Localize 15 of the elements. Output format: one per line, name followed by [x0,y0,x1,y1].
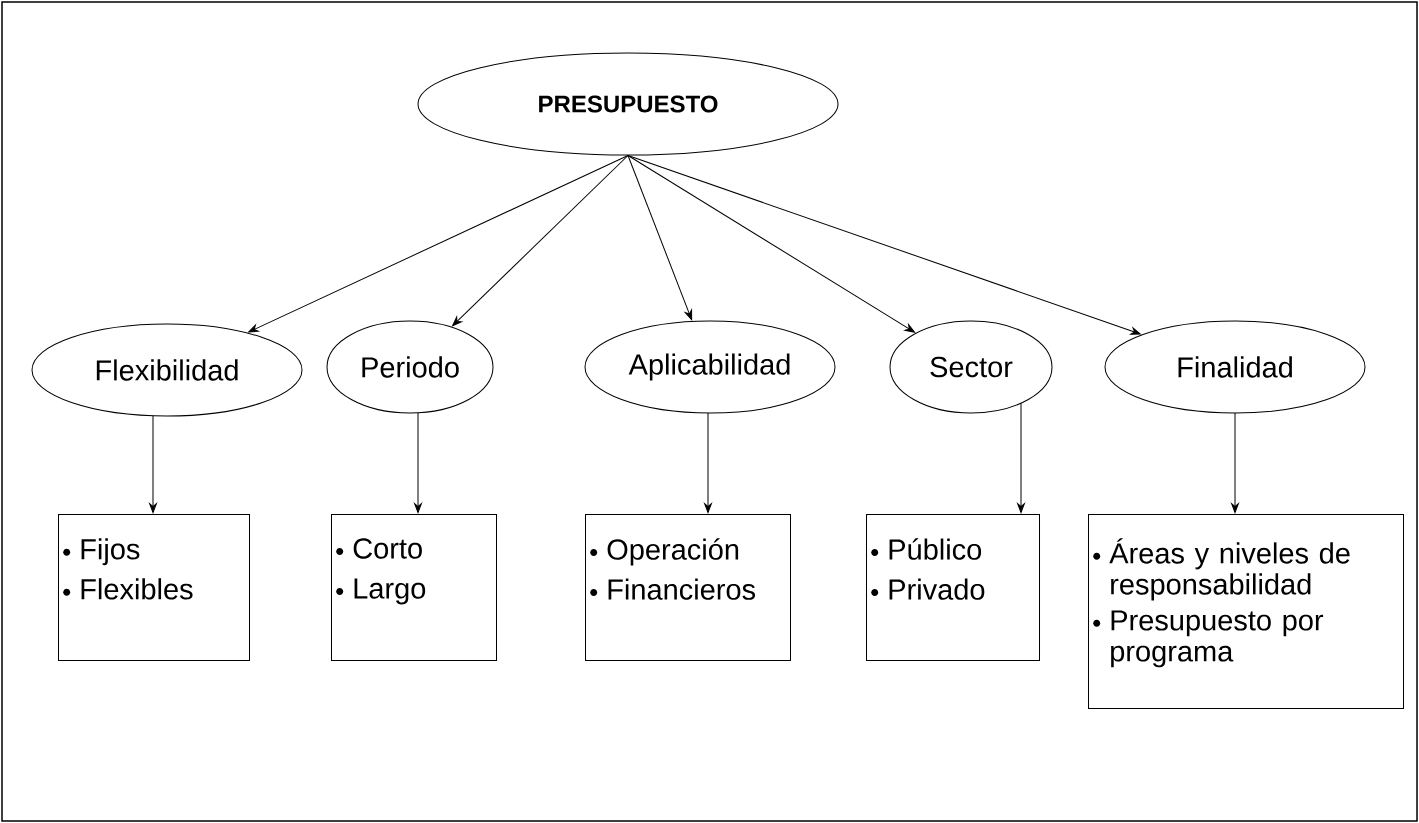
list-box: Áreas y niveles de responsabilidad Presupuesto por programa [1088,514,1404,709]
arrow [1017,402,1025,514]
arrow [627,155,915,333]
arrow [627,155,693,321]
arrow [248,155,629,333]
list-box: Corto Largo [331,514,497,661]
arrow [704,412,712,514]
arrow [149,415,157,514]
arrow [452,155,629,327]
arrow [414,412,422,514]
list-box: Operación Financieros [585,514,791,661]
arrow [627,155,1141,335]
arrow [1231,412,1239,514]
list-box: Fijos Flexibles [58,514,250,661]
list-box: Público Privado [866,514,1040,661]
